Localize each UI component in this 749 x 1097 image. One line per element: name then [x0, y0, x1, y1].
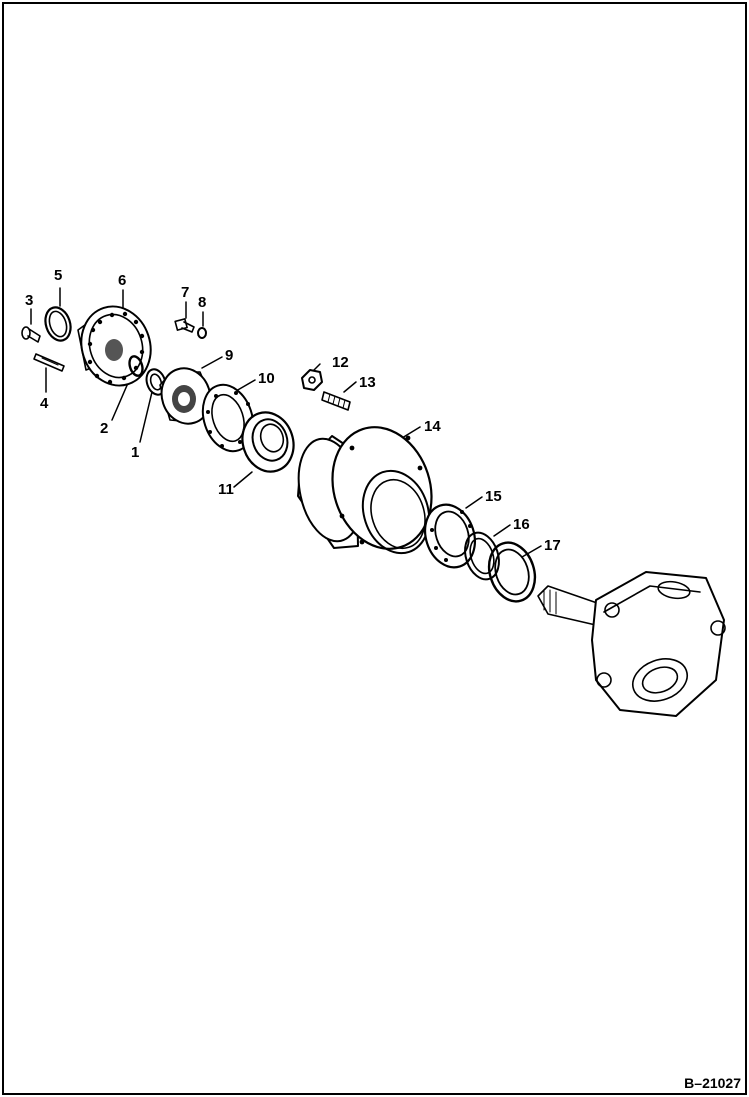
callout-14: 14 — [424, 418, 441, 435]
axle-housing — [537, 571, 726, 717]
part-6-hub — [77, 305, 152, 387]
callout-3: 3 — [25, 292, 34, 309]
part-3-bolt — [21, 326, 41, 343]
callout-11: 11 — [218, 481, 234, 498]
callout-12: 12 — [332, 354, 349, 371]
drawing-reference-number: B–21027 — [684, 1075, 741, 1091]
part-5-oring — [44, 306, 72, 342]
part-4-stud — [33, 353, 65, 372]
part-11-bearing — [241, 411, 295, 473]
callout-17: 17 — [544, 537, 561, 554]
leader-lines — [30, 287, 542, 558]
part-7-bolt — [174, 318, 195, 333]
callout-16: 16 — [513, 516, 530, 533]
part-9-carrier — [159, 367, 212, 425]
part-13-stud — [321, 391, 351, 411]
callout-1: 1 — [131, 444, 140, 461]
callout-10: 10 — [258, 370, 275, 387]
part-17-seal — [487, 541, 537, 603]
callout-5: 5 — [54, 267, 63, 284]
part-15-bearing — [424, 503, 476, 569]
part-14-wheel-hub — [297, 426, 433, 555]
part-12-nut — [301, 369, 323, 391]
callout-7: 7 — [181, 284, 190, 301]
callout-8: 8 — [198, 294, 207, 311]
part-8-washer — [197, 327, 207, 339]
callout-2: 2 — [100, 420, 109, 437]
part-2-snap-ring — [128, 355, 144, 377]
callout-4: 4 — [40, 395, 49, 412]
callout-9: 9 — [225, 347, 234, 364]
callout-15: 15 — [485, 488, 502, 505]
callout-6: 6 — [118, 272, 127, 289]
callout-13: 13 — [359, 374, 376, 391]
part-10-retainer — [201, 383, 255, 453]
